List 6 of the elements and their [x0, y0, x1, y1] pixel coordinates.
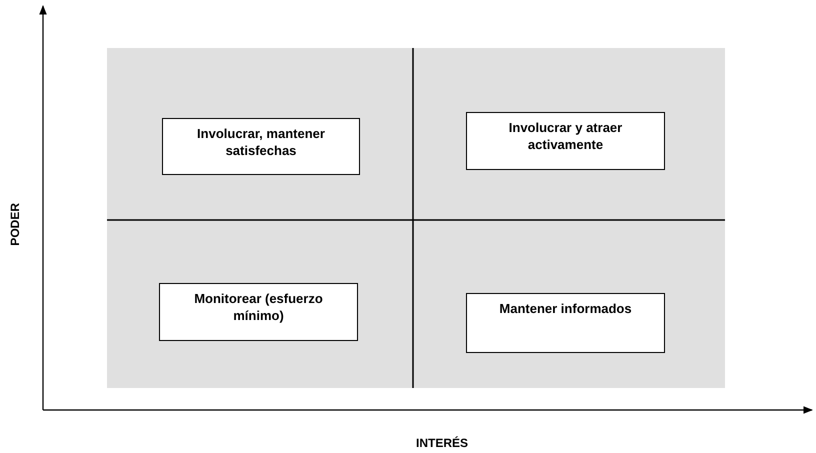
strategy-box: Involucrar y atraer activamente [466, 112, 665, 170]
strategy-box: Mantener informados [466, 293, 665, 353]
axis-label: PODER [8, 203, 22, 246]
strategy-box: Monitorear (esfuerzo mínimo) [159, 283, 358, 341]
axis-label: INTERÉS [416, 436, 468, 450]
strategy-box: Involucrar, mantener satisfechas [162, 118, 360, 175]
